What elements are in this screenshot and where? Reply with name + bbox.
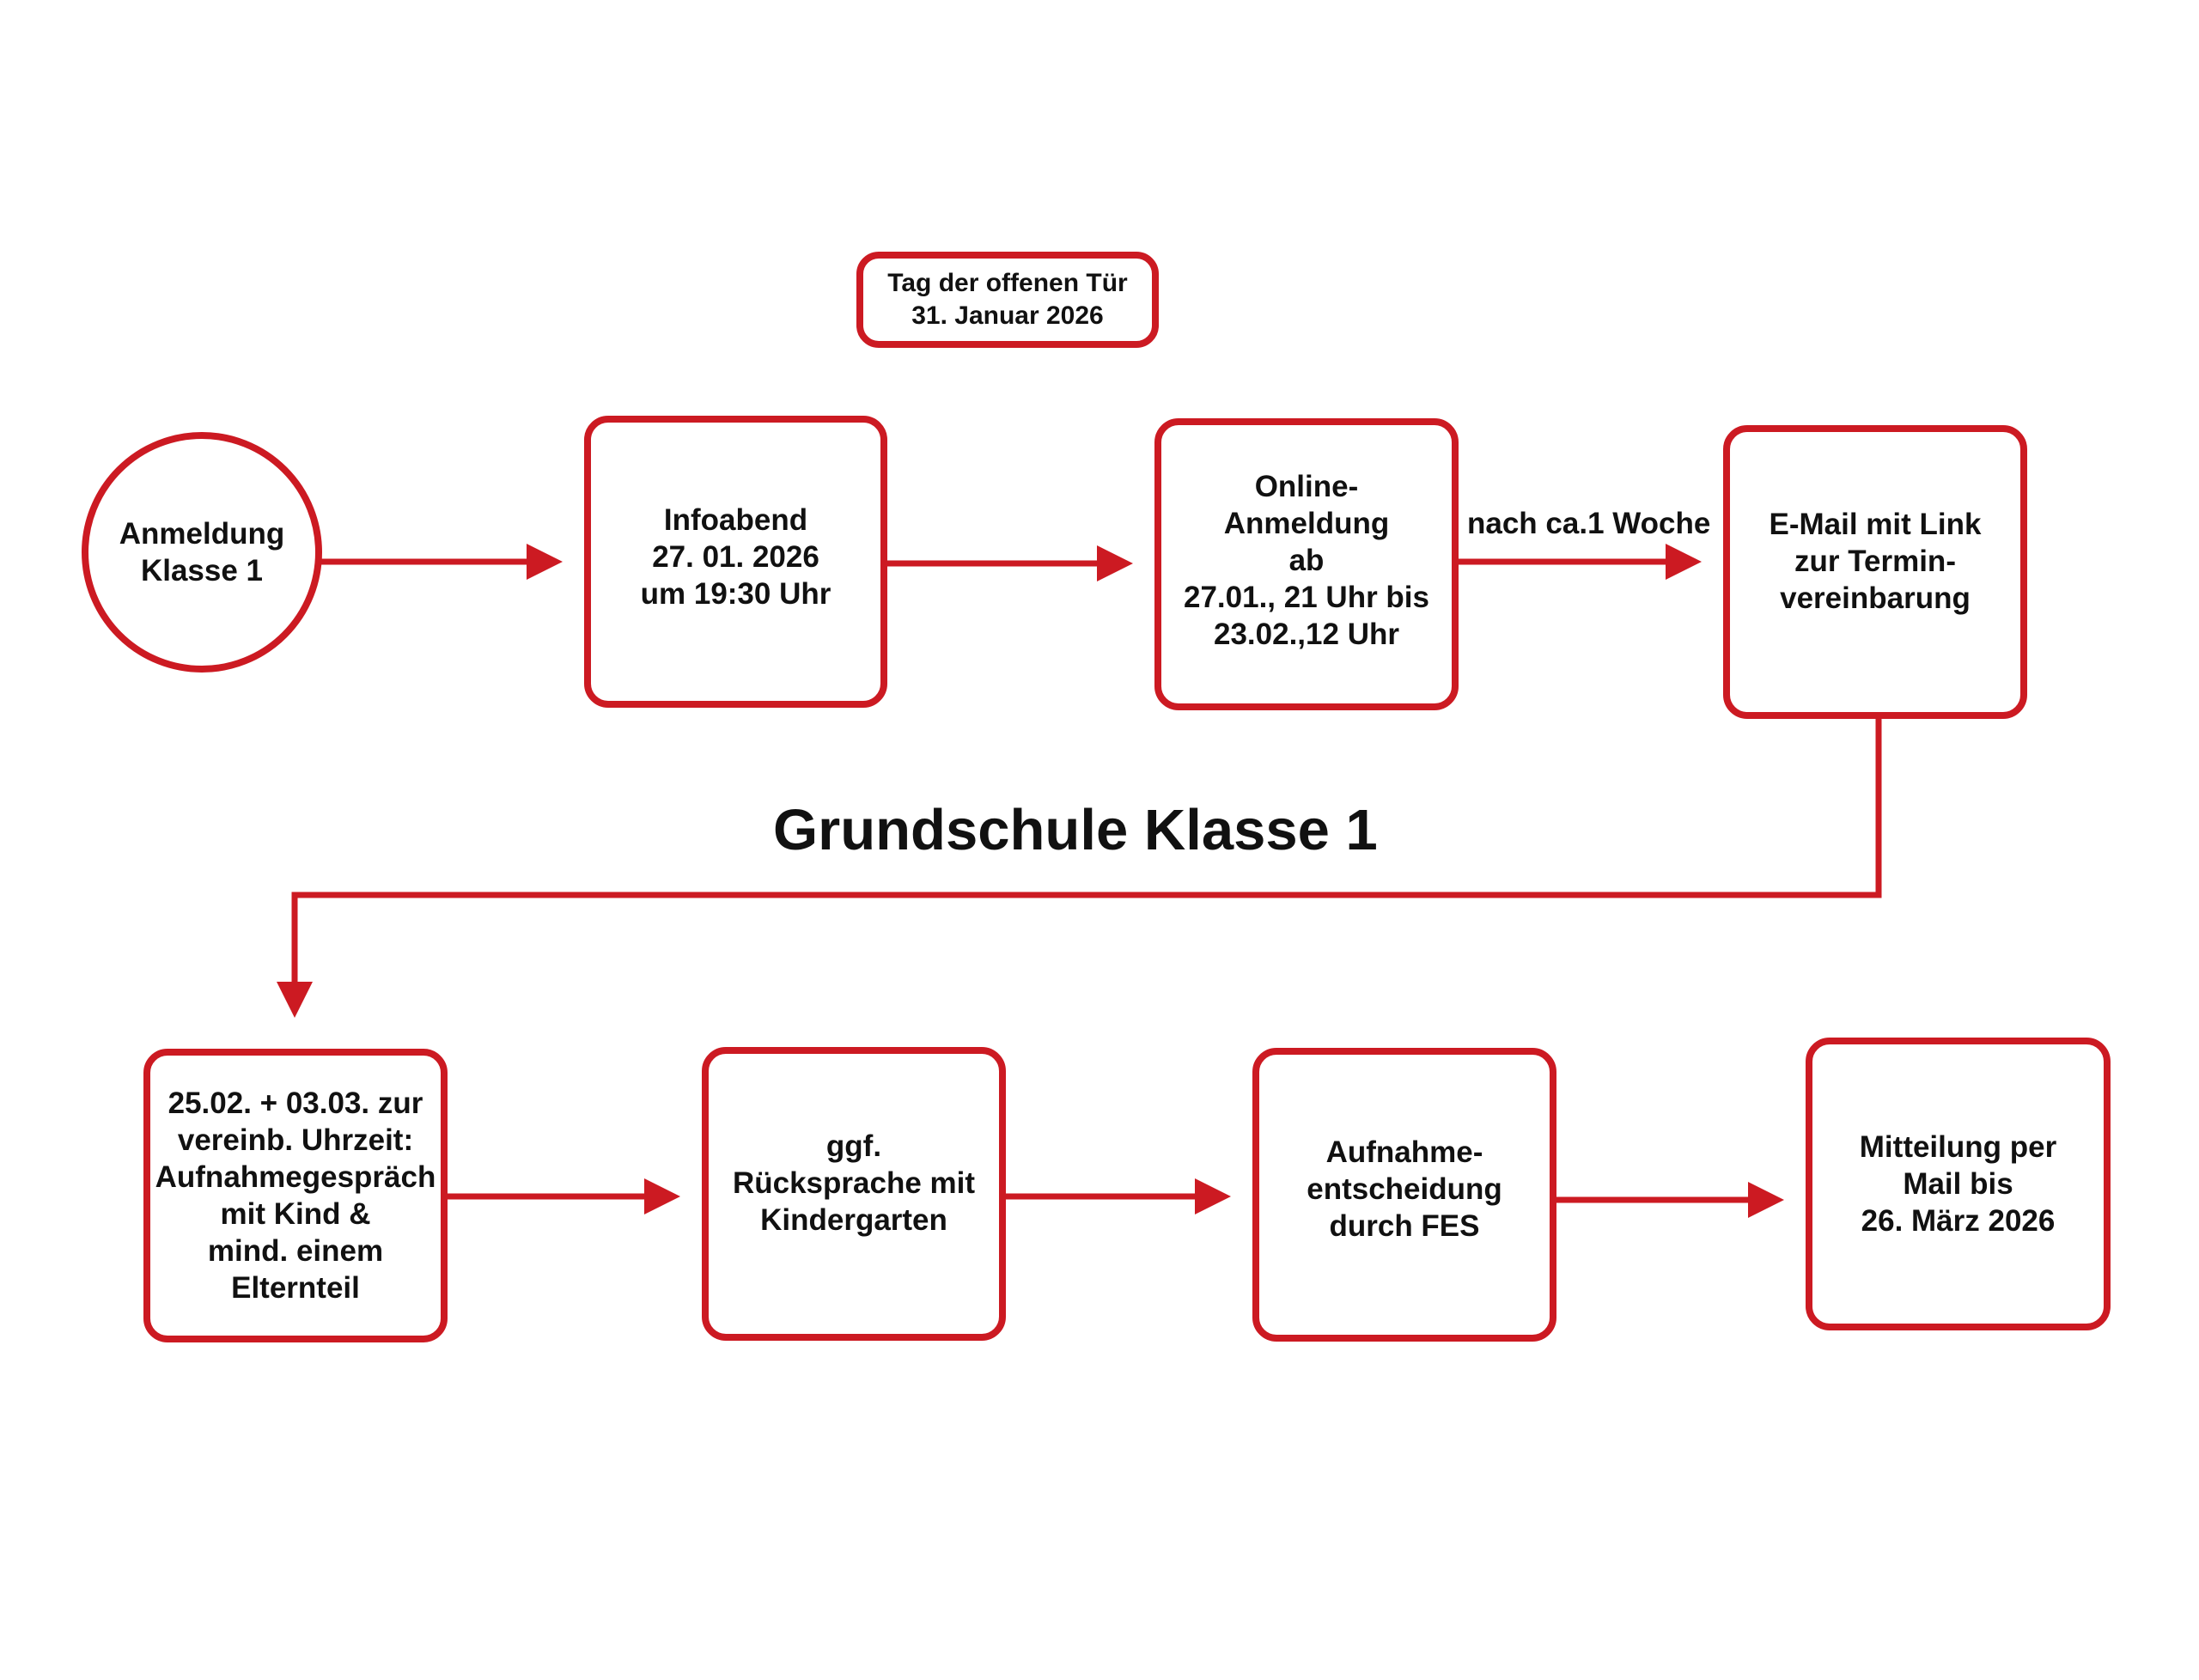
node-online-anmeldung: Online- Anmeldung ab 27.01., 21 Uhr bis …	[1154, 418, 1459, 710]
node-label: Infoabend 27. 01. 2026 um 19:30 Uhr	[640, 503, 831, 611]
node-ruecksprache: ggf. Rücksprache mit Kindergarten	[702, 1047, 1006, 1341]
node-email-link: E-Mail mit Link zur Termin- vereinbarung	[1723, 425, 2027, 719]
node-aufnahmeentscheidung: Aufnahme- entscheidung durch FES	[1252, 1048, 1556, 1342]
node-start-circle: Anmeldung Klasse 1	[82, 432, 322, 673]
node-label: Mitteilung per Mail bis 26. März 2026	[1859, 1130, 2057, 1238]
node-tag-offene-tuer: Tag der offenen Tür 31. Januar 2026	[856, 252, 1159, 348]
node-label: Tag der offenen Tür 31. Januar 2026	[887, 269, 1128, 330]
diagram-title: Grundschule Klasse 1	[773, 798, 1378, 862]
node-label: 25.02. + 03.03. zur vereinb. Uhrzeit: Au…	[155, 1087, 436, 1305]
node-infoabend: Infoabend 27. 01. 2026 um 19:30 Uhr	[584, 416, 887, 708]
node-label: ggf. Rücksprache mit Kindergarten	[732, 1129, 976, 1237]
node-label: Anmeldung Klasse 1	[119, 517, 285, 587]
node-label: Online- Anmeldung ab 27.01., 21 Uhr bis …	[1184, 470, 1429, 651]
node-label: E-Mail mit Link zur Termin- vereinbarung	[1769, 508, 1982, 615]
edge-label-nach-ca-1-woche: nach ca.1 Woche	[1467, 507, 1711, 540]
node-aufnahmegespraech: 25.02. + 03.03. zur vereinb. Uhrzeit: Au…	[143, 1049, 448, 1342]
node-mitteilung: Mitteilung per Mail bis 26. März 2026	[1806, 1038, 2111, 1330]
node-label: Aufnahme- entscheidung durch FES	[1307, 1135, 1502, 1243]
edge-email-to-aufnahmegespraech	[277, 717, 1882, 1018]
